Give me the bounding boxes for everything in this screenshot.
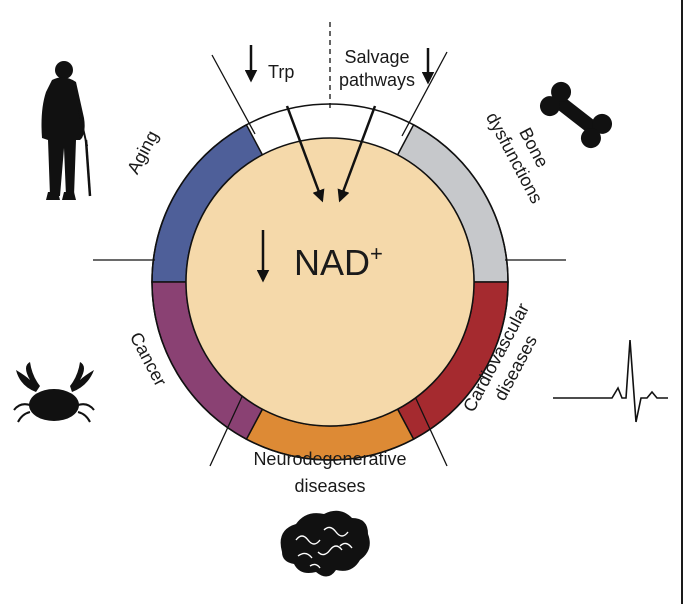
nad-core-circle: [185, 137, 475, 427]
divider-lines: [93, 22, 566, 467]
aging-label: Aging: [123, 127, 162, 177]
divider-bottom-right: [411, 389, 448, 467]
salvage-label-line2: pathways: [339, 70, 415, 90]
trp-label: Trp: [268, 62, 294, 82]
salvage-inflow-arrow: [337, 105, 377, 203]
divider-top-right: [401, 51, 448, 137]
crab-icon: [13, 362, 95, 423]
ecg-heartbeat-icon: [553, 339, 668, 423]
neurodegenerative-label-line1: Neurodegenerative: [253, 449, 406, 469]
elderly-person-with-cane-icon: [41, 61, 92, 200]
brain-icon: [280, 510, 370, 577]
divider-bottom-left: [209, 387, 247, 467]
nad-label: NAD+: [294, 241, 383, 283]
neurodegenerative-label-line2: diseases: [294, 476, 365, 496]
frame-border: [681, 0, 683, 604]
divider-top-left: [211, 54, 256, 135]
salvage-label-line1: Salvage: [344, 47, 409, 67]
trp-inflow-arrow: [285, 105, 325, 203]
bone-icon: [539, 81, 613, 149]
